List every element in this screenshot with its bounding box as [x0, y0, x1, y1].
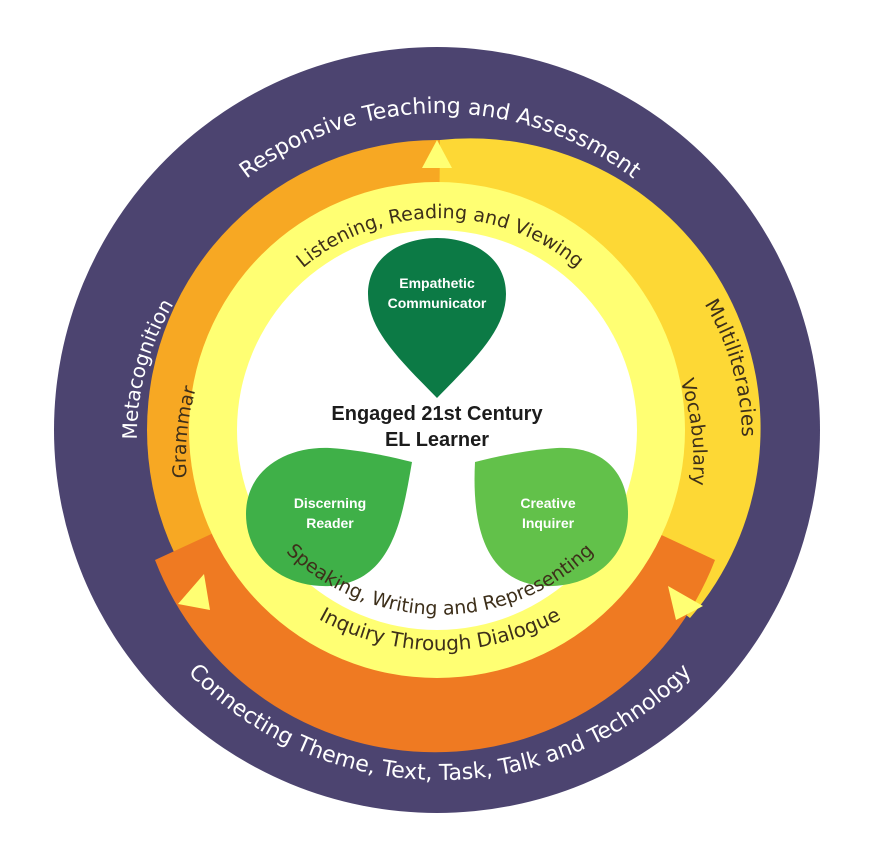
petal-empathetic-line1: Empathetic: [399, 275, 475, 291]
petal-discerning-line1: Discerning: [294, 495, 366, 511]
petal-discerning-line2: Reader: [306, 515, 354, 531]
center-title-line1: Engaged 21st Century: [331, 403, 543, 425]
petal-discerning-reader: [246, 447, 412, 587]
petal-creative-line2: Inquirer: [522, 515, 575, 531]
arrow-top-icon: [422, 140, 452, 168]
petal-empathetic-communicator: [368, 238, 506, 398]
petal-creative-inquirer: [474, 447, 628, 587]
arrow-left-icon: [178, 574, 210, 610]
arrow-right-icon: [668, 586, 703, 620]
petal-creative-line1: Creative: [520, 495, 575, 511]
petal-empathetic-line2: Communicator: [388, 295, 487, 311]
center-title-line2: EL Learner: [385, 429, 489, 451]
